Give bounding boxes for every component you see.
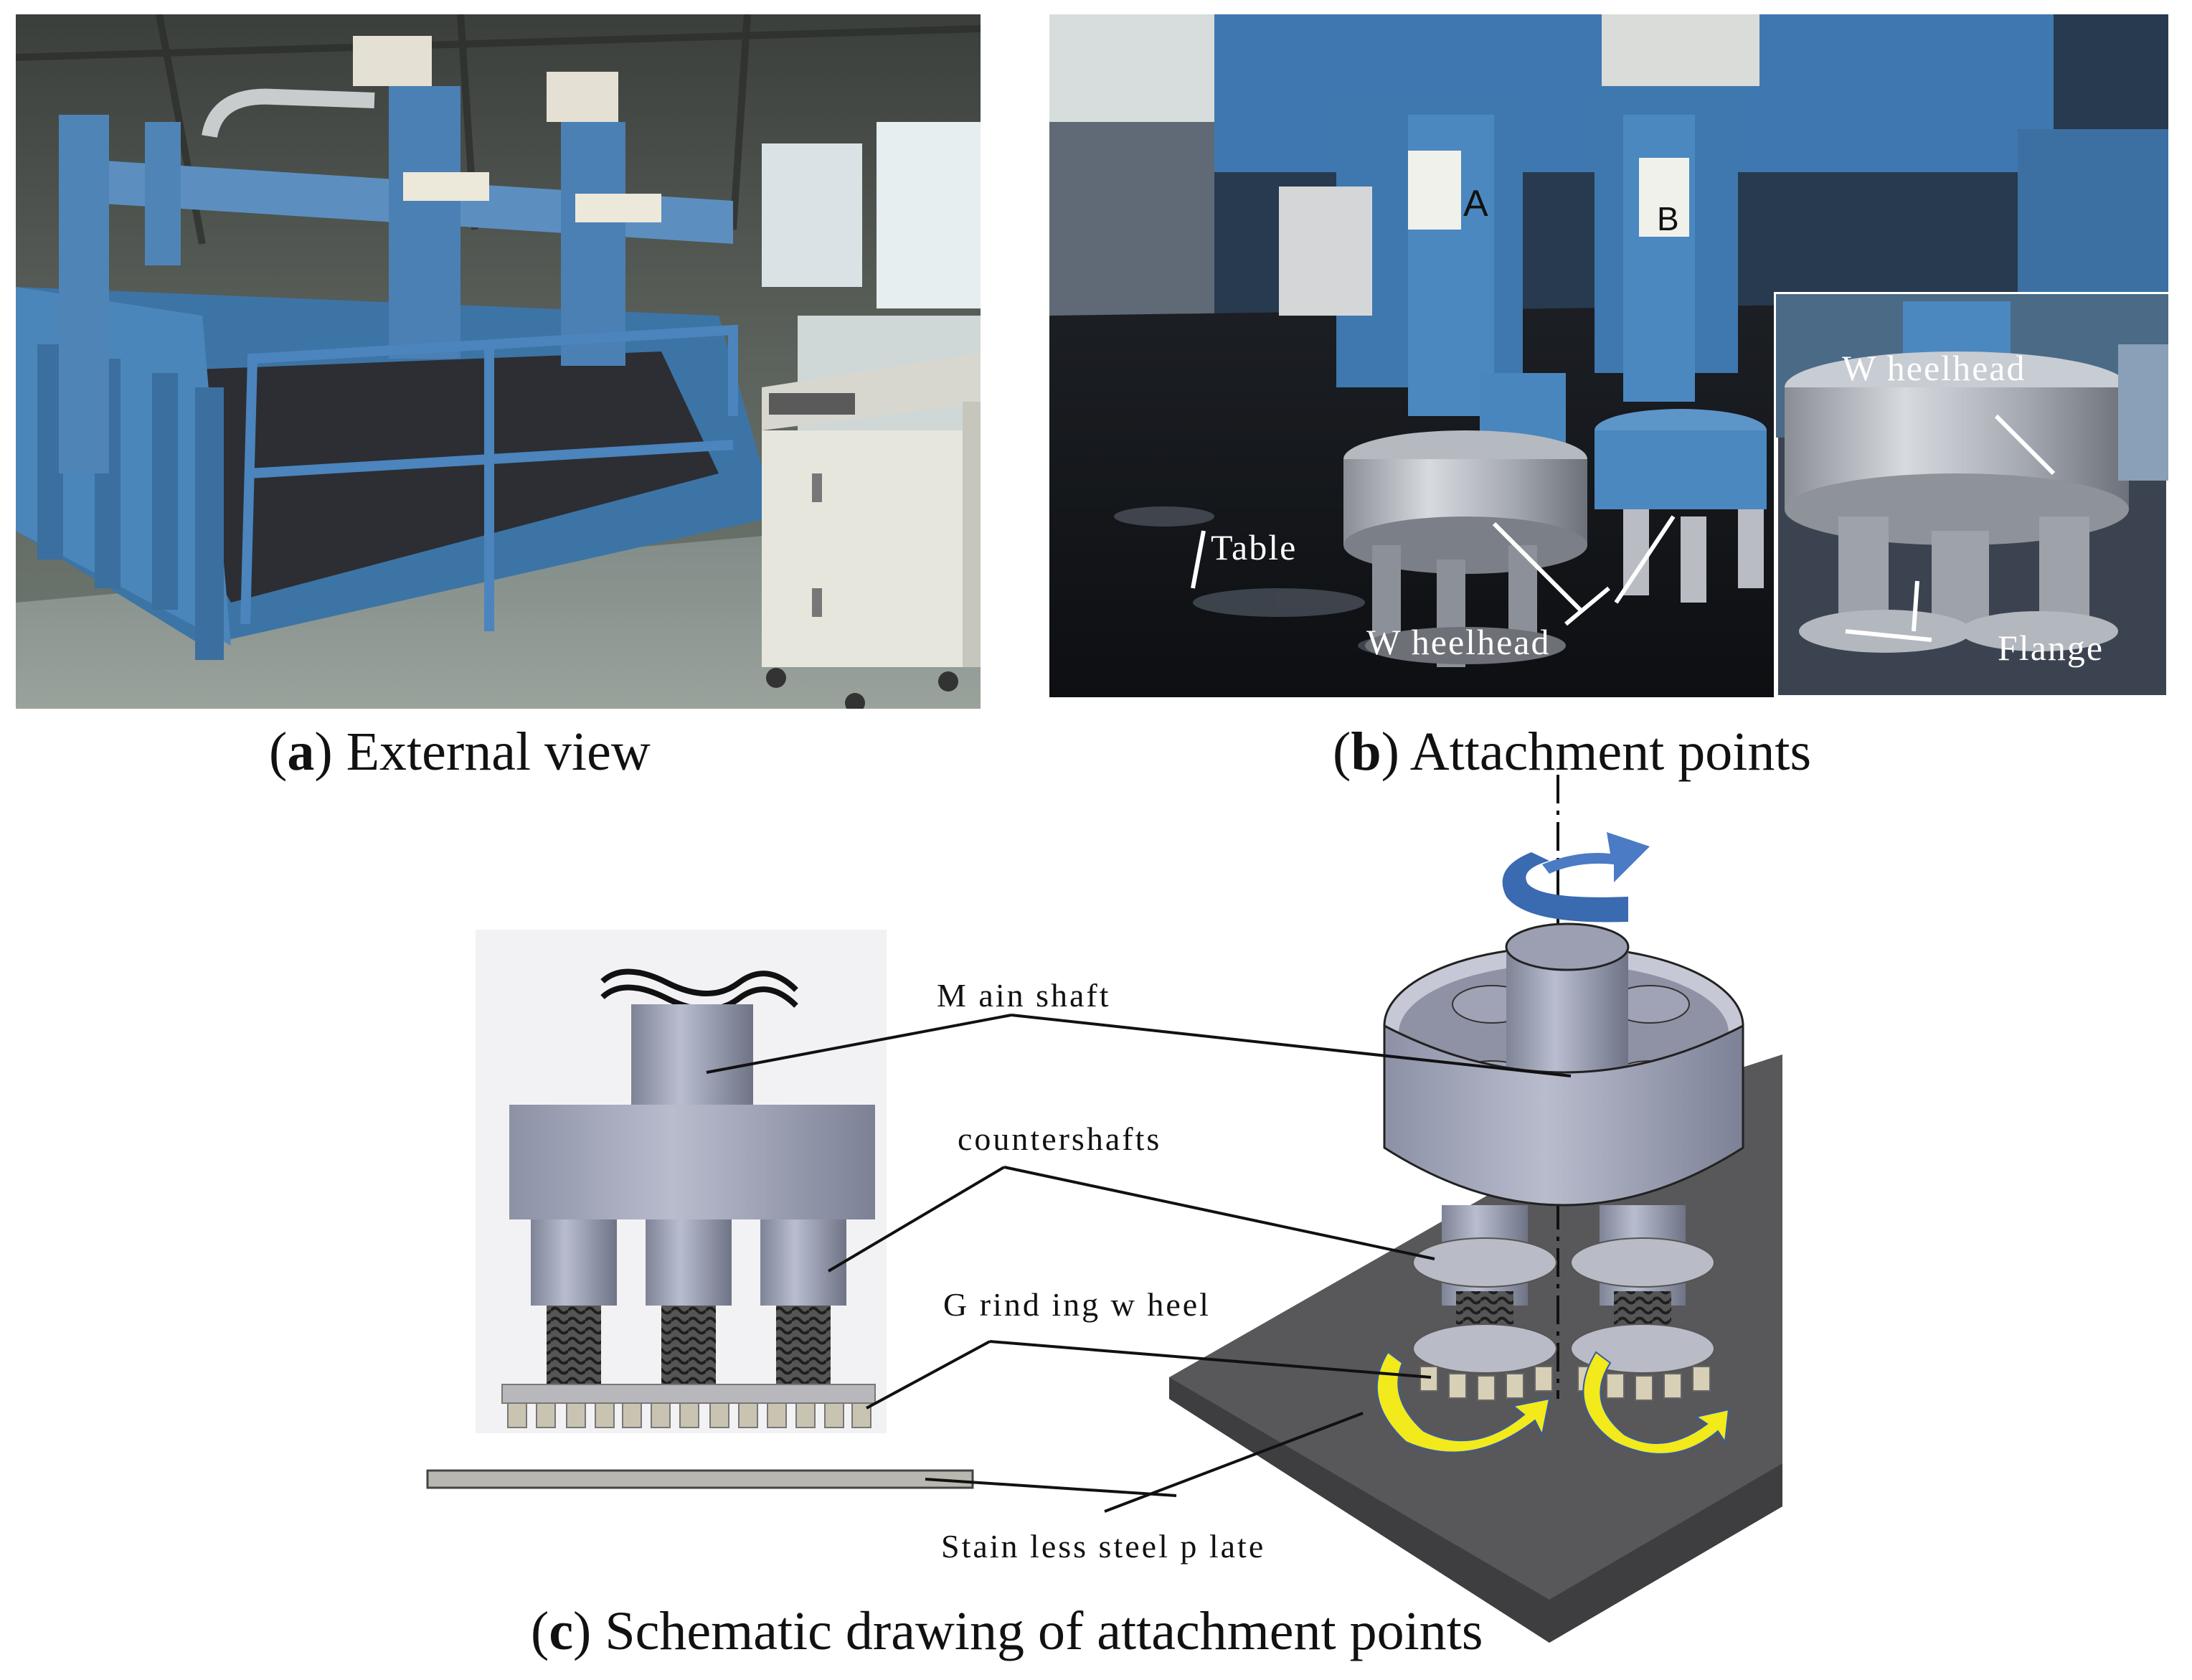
label-countershafts: countershafts (958, 1120, 1162, 1157)
label-stainless-steel-plate: Stain less steel p late (941, 1528, 1266, 1565)
label-head-a: A (1463, 183, 1490, 225)
label-grinding-wheel: G rind ing w heel (943, 1286, 1211, 1323)
panel-c-caption: (c) Schematic drawing of attachment poin… (531, 1601, 1483, 1661)
label-head-b: B (1657, 200, 1681, 237)
label-main-shaft: M ain shaft (937, 977, 1111, 1014)
panel-a-caption: (a) External view (269, 722, 651, 782)
external-view-photo (16, 14, 981, 709)
label-flange: Flange (1998, 628, 2104, 668)
label-wheelhead-main: W heelhead (1366, 622, 1551, 662)
panel-b-caption: (b) Attachment points (1333, 722, 1812, 782)
attachment-points-photo (1049, 14, 2168, 697)
label-table: Table (1211, 527, 1298, 567)
label-wheelhead-inset: W heelhead (1842, 348, 2026, 388)
